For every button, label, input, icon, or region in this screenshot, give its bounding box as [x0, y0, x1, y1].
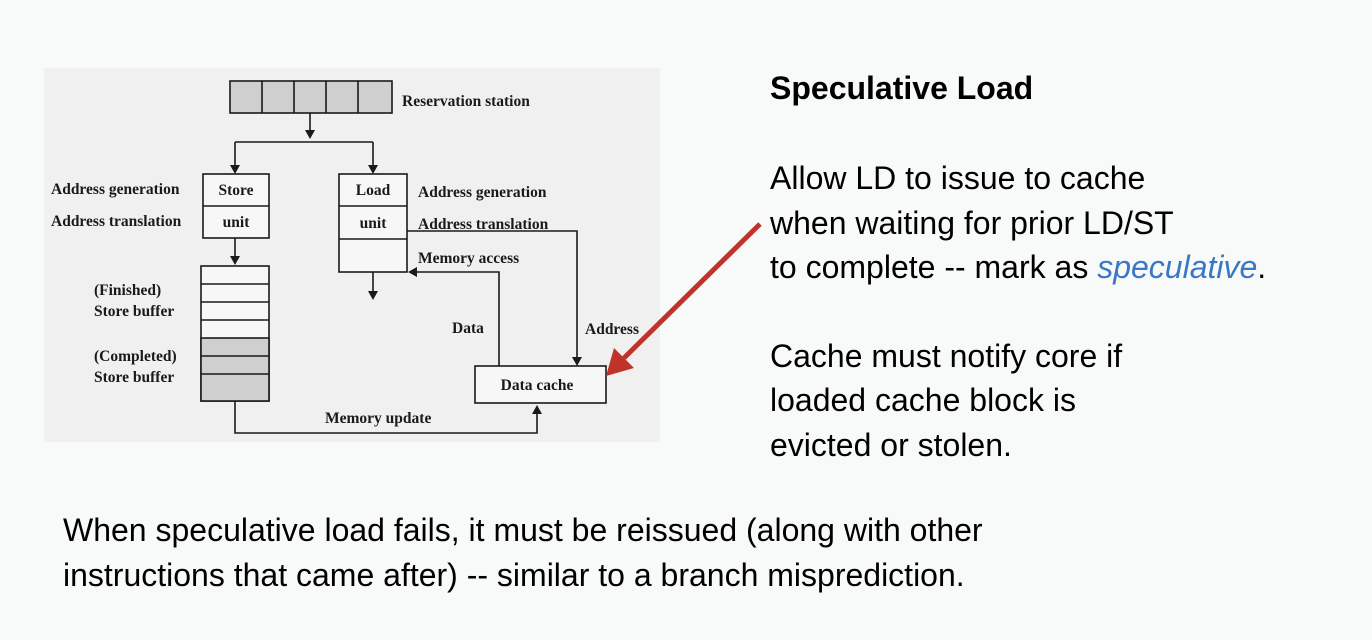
store-to-buffer-arrow: [230, 238, 240, 265]
load-unit-label-line2: unit: [360, 215, 388, 232]
para2-line3: evicted or stolen.: [770, 426, 1012, 463]
data-cache-label: Data cache: [501, 377, 574, 394]
data-label: Data: [452, 320, 484, 337]
load-address-generation-label: Address generation: [418, 184, 547, 201]
load-output-arrow: [368, 272, 378, 300]
memory-update-label: Memory update: [325, 410, 431, 427]
load-address-translation-label: Address translation: [418, 216, 549, 233]
store-unit-box: [202, 173, 270, 239]
store-address-generation-label: Address generation: [51, 181, 180, 198]
para1-line1: Allow LD to issue to cache: [770, 160, 1146, 196]
finished-buffer-label-line1: (Finished): [94, 282, 161, 299]
finished-buffer-label-line2: Store buffer: [94, 303, 174, 320]
reservation-station-label: Reservation station: [402, 93, 530, 110]
store-unit-label-line2: unit: [223, 214, 251, 231]
cache-notify-description: Cache must notify core if loaded cache b…: [770, 334, 1370, 468]
para2-line1: Cache must notify core if: [770, 337, 1123, 374]
para1-line3-prefix: to complete -- mark as: [770, 249, 1098, 285]
para1-line3-suffix: .: [1257, 249, 1267, 285]
para2-line2: loaded cache block is: [770, 382, 1076, 418]
para1-line2: when waiting for prior LD/ST: [770, 204, 1174, 241]
address-label: Address: [585, 321, 639, 338]
side-title: Speculative Load: [770, 70, 1034, 106]
speculative-emphasis: speculative: [1097, 249, 1258, 285]
bottom-line2: instructions that came after) -- similar…: [63, 556, 965, 593]
store-address-translation-label: Address translation: [51, 213, 182, 230]
data-cache-box: [474, 365, 607, 404]
dispatch-arrows: [230, 113, 378, 174]
pipeline-diagram-svg: Reservation station Store unit Address g…: [51, 80, 639, 434]
data-return-arrow: [408, 267, 500, 366]
memory-access-label: Memory access: [418, 250, 519, 267]
completed-buffer-label-line2: Store buffer: [94, 369, 174, 386]
address-arrow: [407, 230, 582, 366]
reservation-station-box: [229, 80, 393, 114]
explanation-panel: Speculative Load Allow LD to issue to ca…: [770, 66, 1370, 467]
store-buffer-box: [200, 265, 270, 402]
bottom-line1: When speculative load fails, it must be …: [63, 512, 983, 548]
pipeline-diagram: Reservation station Store unit Address g…: [44, 68, 660, 442]
completed-buffer-label-line1: (Completed): [94, 348, 177, 365]
store-unit-label-line1: Store: [218, 182, 253, 199]
bottom-note: When speculative load fails, it must be …: [63, 508, 1353, 597]
load-unit-label-line1: Load: [356, 182, 391, 199]
memory-update-arrow: [234, 401, 542, 434]
speculative-load-description: Allow LD to issue to cache when waiting …: [770, 156, 1370, 290]
